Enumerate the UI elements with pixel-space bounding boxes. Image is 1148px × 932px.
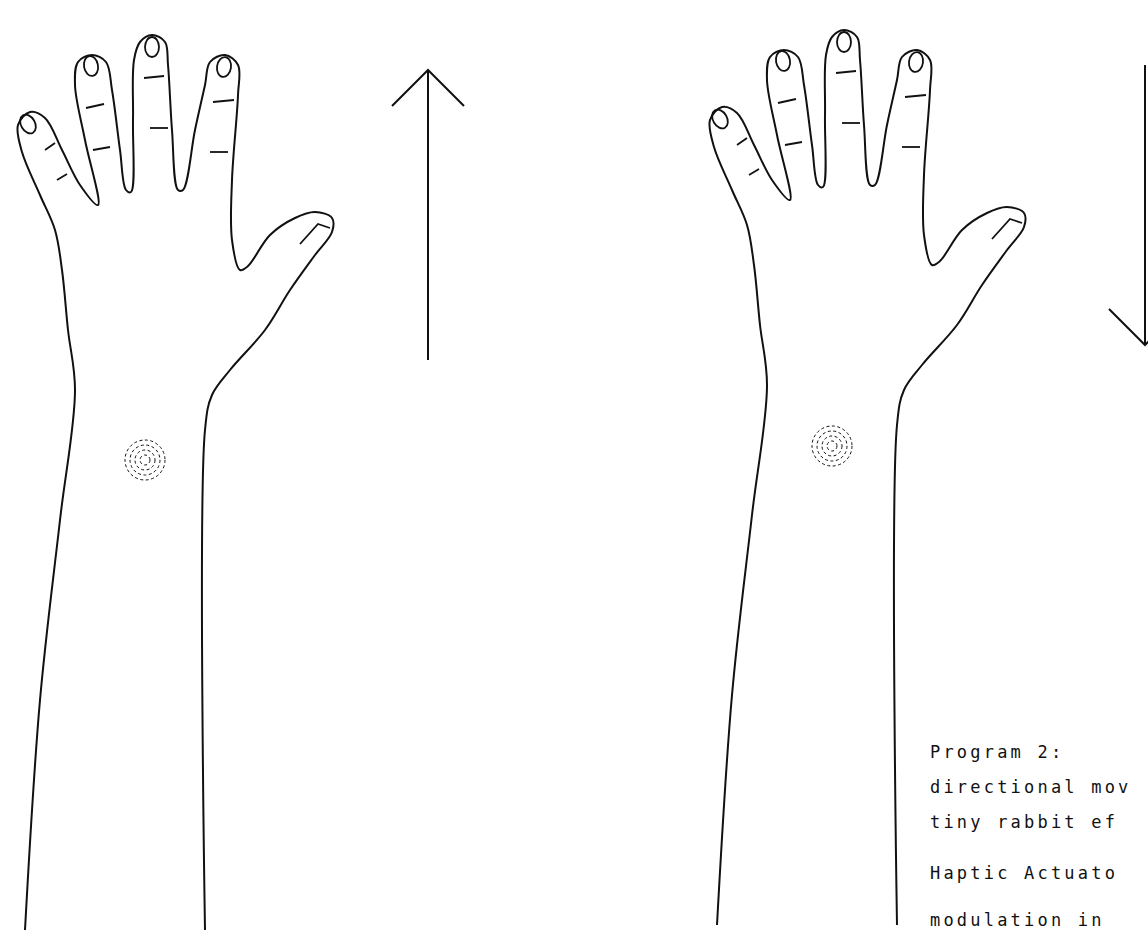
finger-nail xyxy=(216,56,233,78)
note-text: tiny rabbit ef xyxy=(930,812,1118,832)
hand-outline xyxy=(17,35,333,930)
knuckle-crease xyxy=(45,143,55,150)
note-text: Program 2: xyxy=(930,742,1064,762)
hand-drawing xyxy=(17,35,334,930)
arrow-head xyxy=(392,70,464,106)
finger-nail xyxy=(709,107,731,131)
vibration-ring xyxy=(827,441,837,451)
knuckle-crease xyxy=(86,104,104,108)
vibration-ring xyxy=(135,450,155,470)
direction-arrow xyxy=(392,70,464,360)
knuckle-crease xyxy=(150,127,168,129)
knuckle-crease xyxy=(836,71,856,73)
knuckle-crease xyxy=(93,147,110,150)
arrow-shaft xyxy=(1144,65,1146,345)
direction-arrow xyxy=(1109,65,1148,345)
vibration-ring xyxy=(125,440,165,480)
finger-nail xyxy=(774,50,791,72)
finger-nail xyxy=(145,37,159,57)
haptic-actuator-symbol xyxy=(812,426,852,466)
vibration-ring xyxy=(140,455,150,465)
finger-nail xyxy=(908,51,925,73)
knuckle-crease xyxy=(749,169,759,175)
vibration-ring xyxy=(130,445,160,475)
finger-nail xyxy=(82,55,99,77)
knuckle-crease xyxy=(842,122,860,124)
knuckle-crease xyxy=(144,76,164,78)
vibration-ring xyxy=(817,431,847,461)
thumb-nail xyxy=(300,224,330,244)
finger-nail xyxy=(17,112,39,136)
knuckle-crease xyxy=(778,99,796,103)
knuckle-crease xyxy=(210,151,228,153)
knuckle-crease xyxy=(57,174,67,180)
knuckle-crease xyxy=(213,100,234,102)
note-text: Haptic Actuato xyxy=(930,863,1118,883)
haptic-actuator-symbol xyxy=(125,440,165,480)
knuckle-crease xyxy=(902,146,920,148)
arrow-head xyxy=(1109,309,1148,345)
thumb-nail xyxy=(992,219,1022,239)
vibration-ring xyxy=(822,436,842,456)
knuckle-crease xyxy=(905,95,926,97)
knuckle-crease xyxy=(737,138,747,145)
finger-nail xyxy=(837,32,851,52)
knuckle-crease xyxy=(785,142,802,145)
vibration-ring xyxy=(812,426,852,466)
note-text: directional mov xyxy=(930,777,1132,797)
note-text: modulation in xyxy=(930,910,1105,930)
arrow-shaft xyxy=(427,70,429,360)
